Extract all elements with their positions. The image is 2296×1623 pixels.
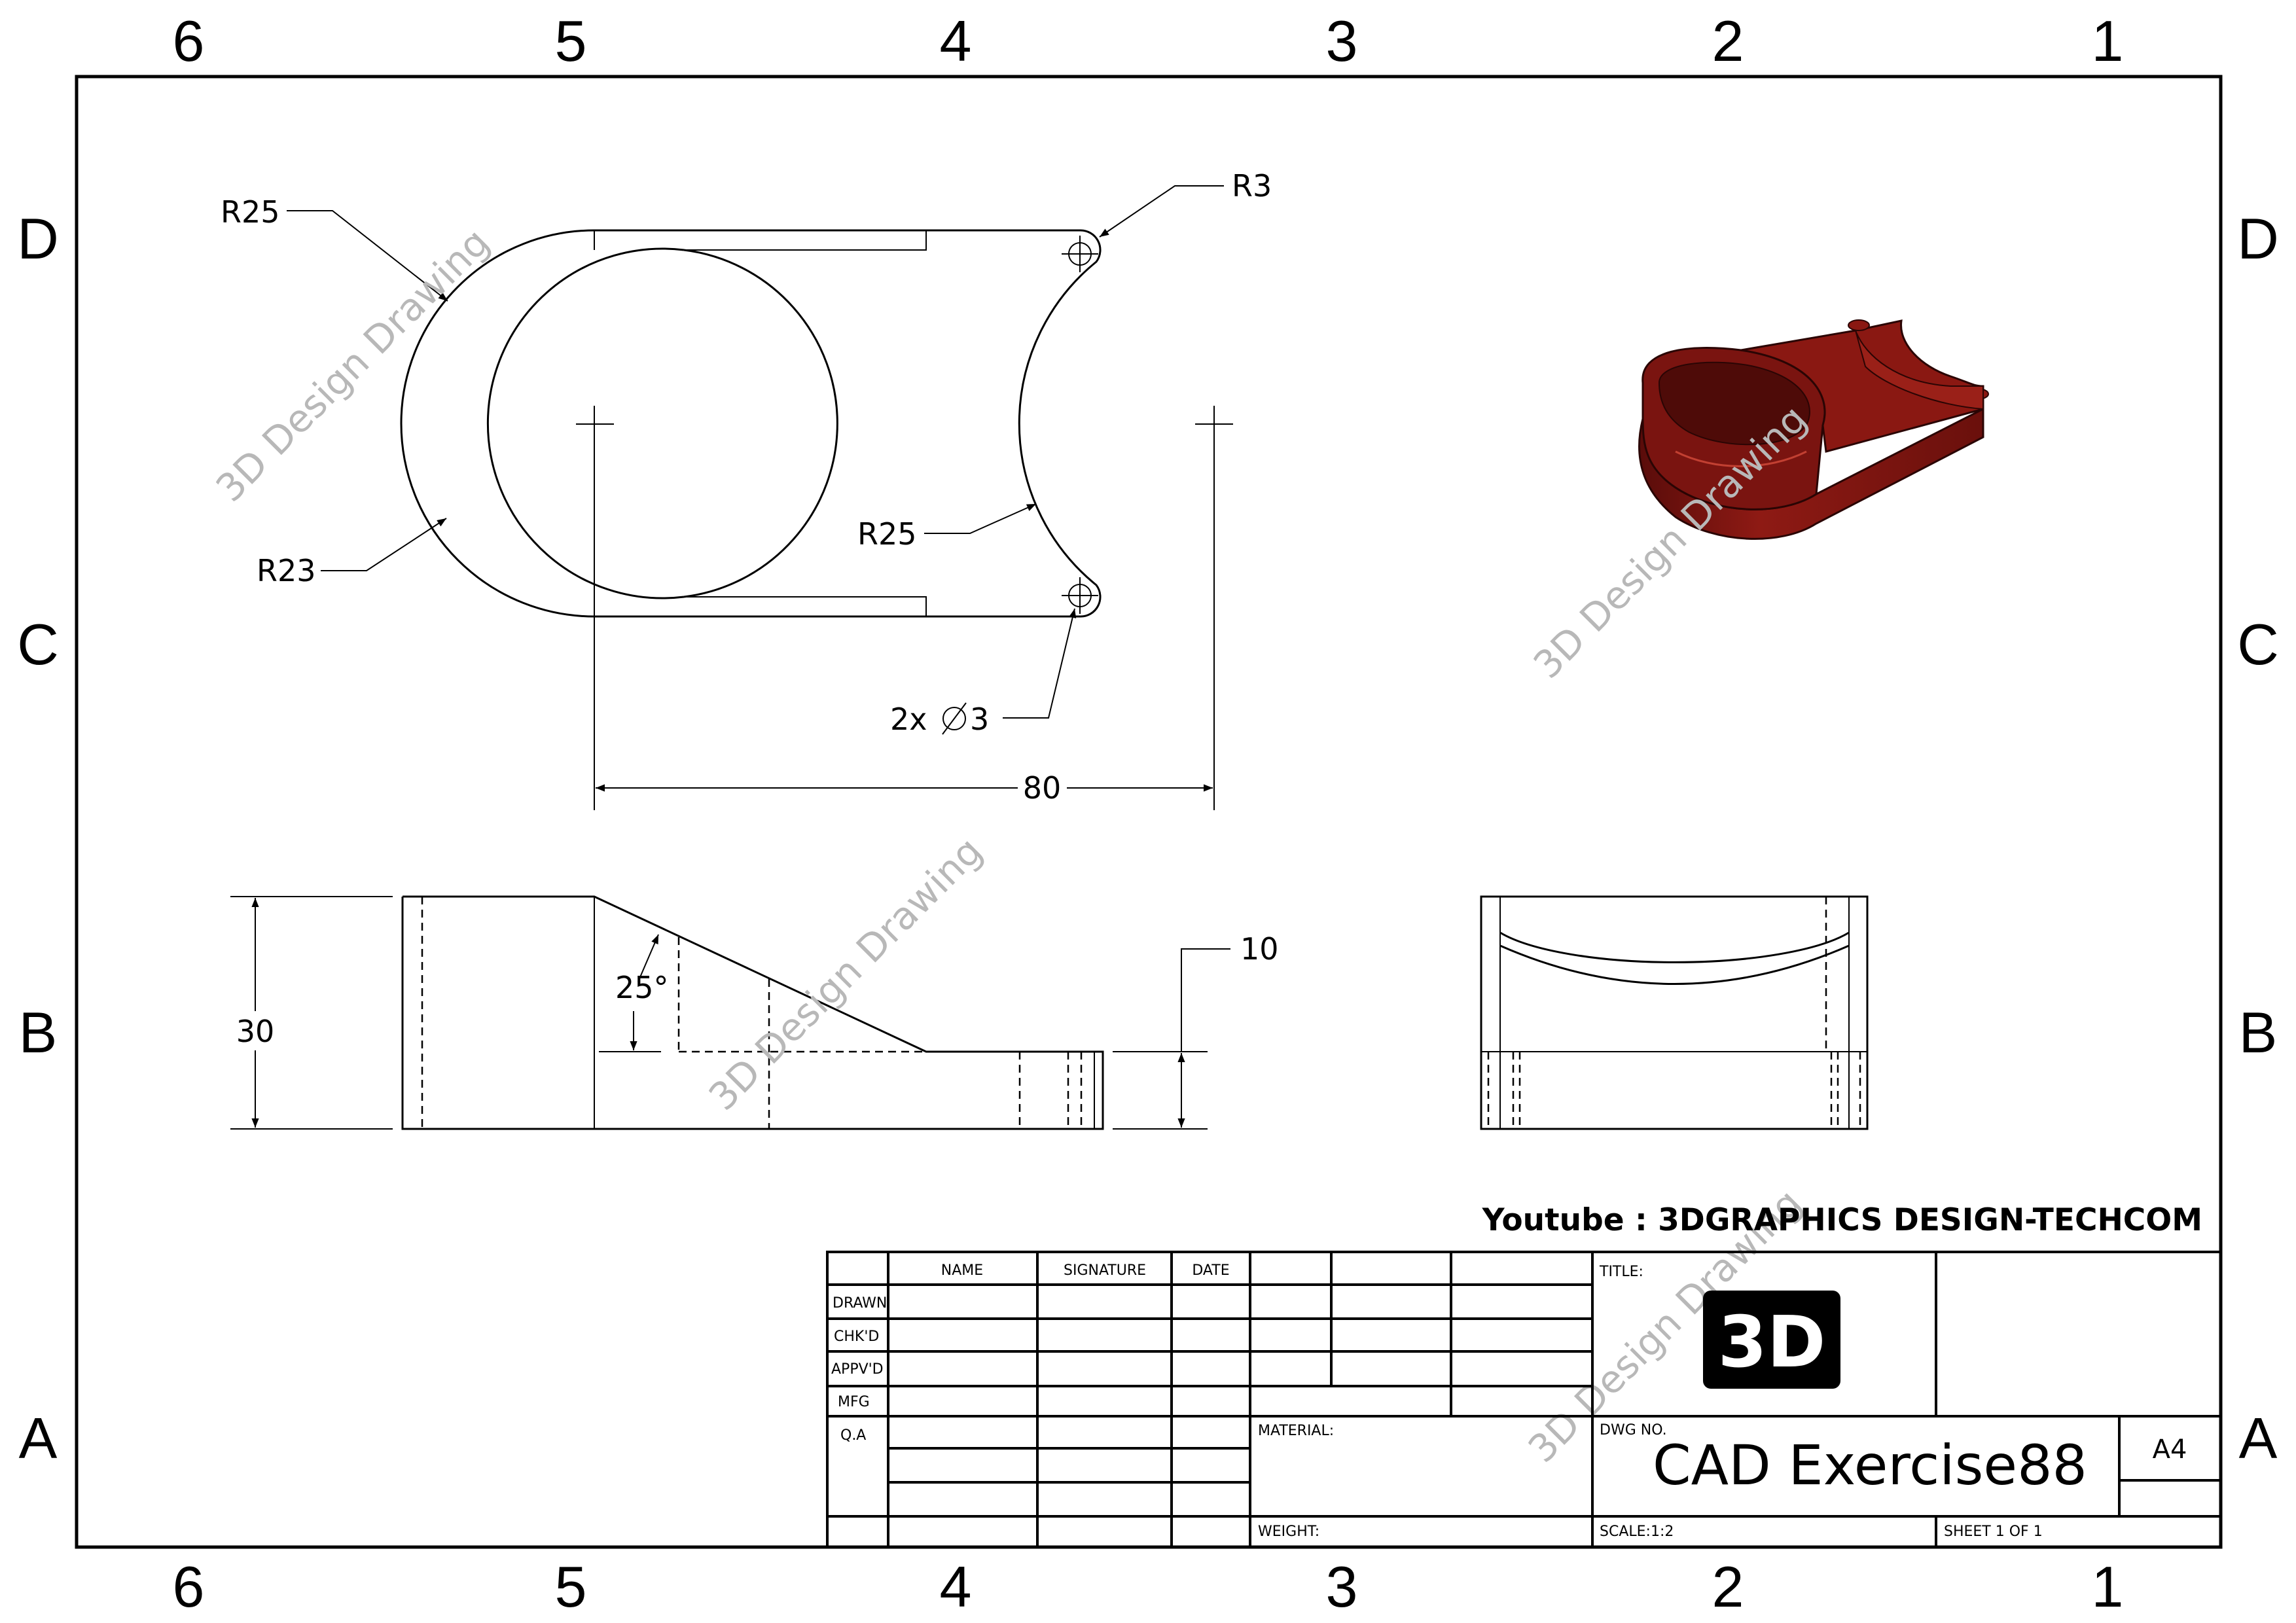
tb-title-label: TITLE: [1599,1264,1643,1280]
zone-col-label: 1 [2092,1554,2124,1619]
right-cradle-arc-top [1499,931,1850,963]
zone-row-label: D [17,206,59,271]
inner-circle-right [683,249,838,598]
right-view [1480,895,1869,1130]
zone-row-label: A [2239,1406,2278,1471]
zone-col-label: 4 [940,1554,972,1619]
logo-3d-background [1703,1291,1840,1389]
model-cradle-face [1855,330,1984,410]
top-view: 80 R25 R23 R25 R3 2x 3 [221,168,1272,810]
zone-col-label: 3 [1326,9,1358,73]
dim-r23-label: R23 [257,553,316,588]
tb-row-checked: CHK'D [834,1329,879,1345]
isometric-model [1638,319,1989,540]
outer-ring [400,229,595,618]
dim-angle-arrow-up [637,934,659,982]
model-highlight [1675,450,1807,467]
tb-col-date: DATE [1192,1262,1229,1279]
arm-bottom-step [684,596,927,616]
title-block-frame [826,1251,2222,1548]
dim-r25-outer-leader [287,210,448,302]
zone-labels: 6 5 4 3 2 1 6 5 4 3 2 1 D C B A D C B A [17,9,2279,1619]
credit-text: Youtube : 3DGRAPHICS DESIGN-TECHCOM [1482,1202,2202,1238]
dim-80-label: 80 [1023,770,1062,806]
tb-size: A4 [2153,1435,2187,1465]
dim-holes-dia-label: 3 [970,702,989,737]
tb-sheet: SHEET 1 OF 1 [1944,1524,2043,1540]
dim-holes-label: 2x [890,702,927,737]
logo-3d: 3D [1703,1291,1840,1389]
dim-r3-leader [1099,185,1224,238]
tb-scale: SCALE:1:2 [1600,1524,1674,1540]
tb-dwg-no-label: DWG NO. [1600,1422,1667,1438]
model-lug-top [1848,319,1870,331]
tb-row-approved: APPV'D [831,1361,884,1378]
right-cradle-arc-bottom [1499,944,1850,985]
dim-r25-arc-label: R25 [857,516,917,552]
zone-col-label: 2 [1712,9,1744,73]
zone-col-label: 3 [1326,1554,1358,1619]
concave-arc [1018,229,1102,618]
dim-r25-outer-label: R25 [221,194,280,230]
front-view: 30 25° 10 [230,895,1279,1130]
zone-col-label: 6 [173,9,205,73]
watermark-text: 3D Design Drawing [700,829,991,1119]
dim-holes-leader [1003,608,1077,719]
zone-col-label: 5 [555,9,587,73]
tb-weight-label: WEIGHT: [1258,1524,1319,1540]
zone-col-label: 2 [1712,1554,1744,1619]
zone-row-label: B [2239,1000,2278,1065]
tb-row-qa: Q.A [840,1427,866,1444]
dim-r3-label: R3 [1232,168,1272,204]
zone-row-label: A [19,1406,58,1471]
zone-col-label: 4 [940,9,972,73]
tb-col-name: NAME [941,1262,983,1279]
diameter-icon [942,702,967,735]
zone-col-label: 1 [2092,9,2124,73]
zone-row-label: C [17,612,59,677]
tb-dwg-no: CAD Exercise88 [1653,1433,2087,1497]
title-block: NAME SIGNATURE DATE DRAWN CHK'D APPV'D M… [826,1251,2222,1548]
dim-10-label: 10 [1240,931,1279,967]
model-ring-opening [1658,361,1810,446]
dim-10-leader [1181,948,1230,1052]
logo-3d-text: 3D [1718,1302,1826,1383]
tb-row-drawn: DRAWN [833,1295,887,1311]
inner-circle [486,247,685,599]
watermark-text: 3D Design Drawing [207,220,498,510]
dim-r25-arc-leader [924,503,1037,534]
zone-row-label: D [2237,206,2279,271]
zone-col-label: 6 [173,1554,205,1619]
zone-row-label: C [2237,612,2279,677]
zone-col-label: 5 [555,1554,587,1619]
dim-30-label: 30 [236,1014,275,1049]
zone-row-label: B [19,1000,58,1065]
tb-col-signature: SIGNATURE [1064,1262,1146,1279]
dim-angle-label: 25° [615,970,669,1005]
right-outline [1480,895,1869,1130]
tb-material-label: MATERIAL: [1258,1423,1334,1439]
arm-top-step [684,230,927,251]
tb-row-mfg: MFG [838,1394,870,1410]
dim-r23-leader [321,518,447,571]
